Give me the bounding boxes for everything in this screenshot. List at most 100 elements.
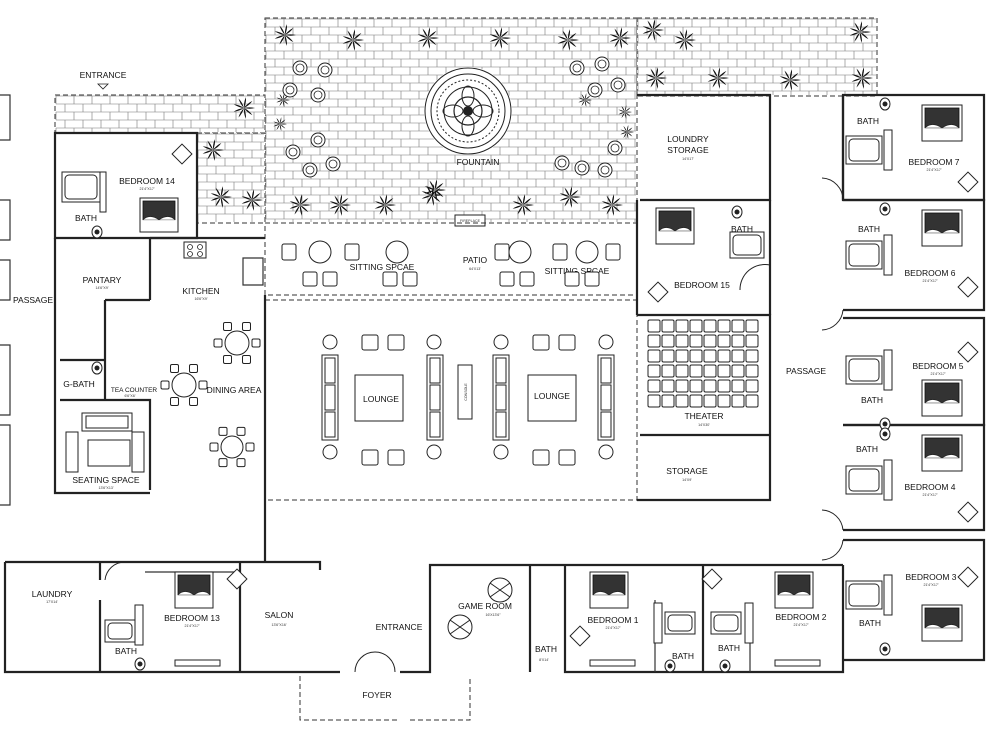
dining-chair [236, 426, 246, 436]
dining-chair [189, 396, 198, 406]
sofa-cushion [495, 384, 507, 411]
dining-chair [170, 396, 179, 406]
armchair [647, 281, 669, 303]
fireplace-label: FIREPLACE [460, 219, 481, 223]
lounge-left-label: LOUNGE [363, 394, 399, 404]
center-console-label: CONSOLE [464, 383, 468, 401]
armchair [957, 341, 979, 363]
bath15-label: BATH [731, 224, 753, 234]
lounge-chair [361, 449, 379, 466]
lounge-chair [387, 334, 405, 351]
theater-seat [717, 334, 731, 348]
bed [774, 571, 814, 609]
theater-seat [647, 334, 661, 348]
theater-seat [647, 394, 661, 408]
burner [197, 251, 203, 257]
passage-left-label: PASSAGE [13, 295, 53, 305]
patio-chair [382, 271, 398, 287]
patio-chair [281, 243, 297, 261]
vanity [883, 459, 893, 501]
theater-seat [675, 334, 689, 348]
patio-chair [499, 271, 515, 287]
chair-icon [569, 60, 585, 76]
burner [187, 244, 193, 250]
armchair [226, 568, 248, 590]
round-table [385, 240, 409, 264]
game-room-label: GAME ROOM [458, 601, 512, 611]
theater-seat [731, 394, 745, 408]
bed [174, 571, 214, 609]
sofa-cushion [324, 357, 336, 384]
palm-icon [642, 19, 664, 41]
armchair [569, 625, 591, 647]
bedroom5-dim: 21'4"X17' [930, 372, 945, 376]
palm-icon [210, 186, 232, 208]
bedroom5-label: BEDROOM 5 [912, 361, 963, 371]
palm-icon [273, 117, 287, 131]
stove [183, 241, 207, 259]
pantry-dim: 14'6"X9' [95, 286, 108, 290]
sofa-cushion [429, 384, 441, 411]
dining-tables [160, 241, 261, 468]
lounge-chair [532, 334, 550, 351]
dining-chair [242, 354, 251, 364]
room-furniture [61, 97, 979, 673]
kitchen-dim: 16'6"X9' [194, 297, 207, 301]
theater-seat [675, 394, 689, 408]
armchair [957, 276, 979, 298]
bedroom4-dim: 21'4"X17' [922, 493, 937, 497]
bathtub [729, 231, 765, 259]
palm-icon [342, 29, 364, 51]
dining-table [209, 426, 255, 468]
palm-icon [601, 194, 623, 216]
theater-seat [689, 364, 703, 378]
chair-icon [292, 60, 308, 76]
theater-seat [703, 334, 717, 348]
theater-seat [745, 349, 759, 363]
salon-dim: 13'6"X16' [271, 623, 286, 627]
palm-icon [241, 189, 263, 211]
bedroom14-label: BEDROOM 14 [119, 176, 175, 186]
seating-dim: 13'6"X13' [98, 486, 113, 490]
theater-seat [717, 349, 731, 363]
chair-icon [610, 77, 626, 93]
theater-seat [647, 319, 661, 333]
palm-icon [274, 24, 296, 46]
side-table [493, 444, 509, 460]
toilet [719, 659, 731, 673]
theater-seat [703, 394, 717, 408]
side-table [493, 334, 509, 350]
chair-icon [310, 132, 326, 148]
vanity [134, 604, 144, 646]
dining-chair [223, 322, 232, 332]
patio-chair [402, 271, 418, 287]
theater-seat [661, 349, 675, 363]
theater-seat [703, 319, 717, 333]
sitting-right-label: SITTING SPCAE [545, 266, 610, 276]
palm-icon [512, 194, 534, 216]
theater-seat [689, 349, 703, 363]
chair-icon [594, 56, 610, 72]
theater-seat [675, 319, 689, 333]
bedroom1-label: BEDROOM 1 [587, 615, 638, 625]
patio-chair [584, 271, 600, 287]
bedroom2-dim: 21'4"X17' [793, 623, 808, 627]
bathtub [845, 135, 883, 165]
bedroom3-dim: 21'4"X17' [923, 583, 938, 587]
toilet [91, 225, 103, 239]
passage-right-label: PASSAGE [786, 366, 826, 376]
chair-icon [607, 140, 623, 156]
armchair [701, 568, 723, 590]
dresser [174, 659, 221, 667]
sofa-cushion [324, 384, 336, 411]
bath3-label: BATH [859, 618, 881, 628]
side-table [322, 444, 338, 460]
theater-seat [731, 379, 745, 393]
bed [655, 207, 695, 245]
laundry-label: LAUNDRY [32, 589, 73, 599]
bed [139, 197, 179, 233]
palm-icon [417, 27, 439, 49]
palm-icon [618, 105, 632, 119]
patio-chair [344, 243, 360, 261]
theater-seat [745, 334, 759, 348]
